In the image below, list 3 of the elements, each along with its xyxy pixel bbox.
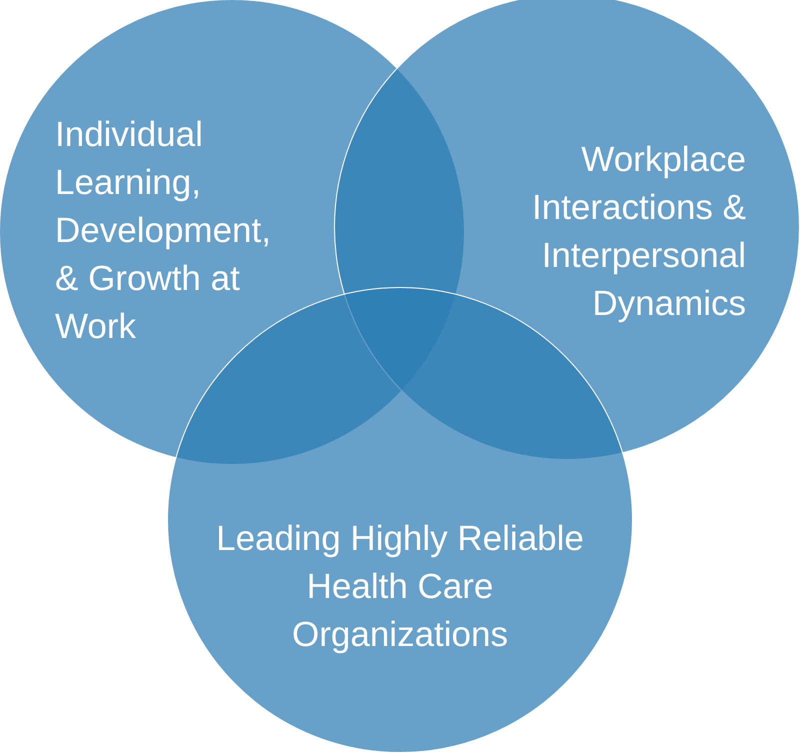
circle-label: Workplace Interactions & Interpersonal Dynamics	[531, 139, 746, 325]
circle-label: Leading Highly Reliable Health Care Organizations	[215, 518, 585, 656]
circle-label: Individual Learning, Development, & Growth at Work	[55, 114, 272, 348]
